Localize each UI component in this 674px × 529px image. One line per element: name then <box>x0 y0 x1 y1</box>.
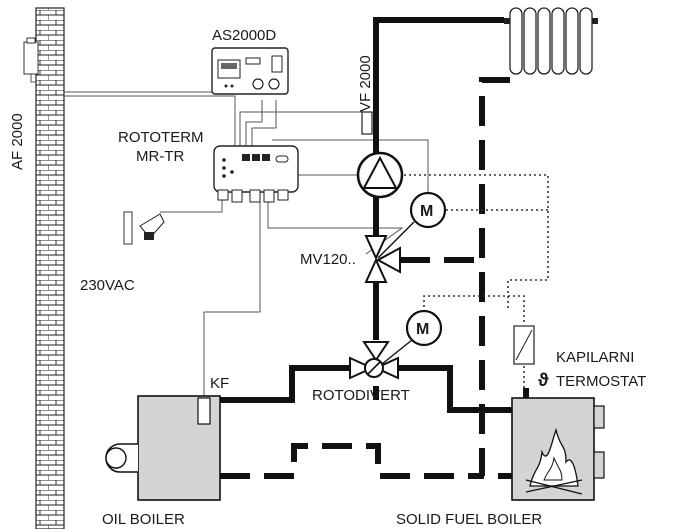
as2000d-label: AS2000D <box>212 27 276 44</box>
motor-actuator-2: M <box>381 309 443 365</box>
solid-fuel-boiler-label: SOLID FUEL BOILER <box>396 511 542 528</box>
capillary-thermostat <box>513 325 535 365</box>
radiator-icon <box>504 7 598 75</box>
motor-1-letter: M <box>420 203 433 220</box>
mr-tr-label: MR-TR <box>136 148 184 165</box>
room-controller-icon <box>211 47 289 95</box>
motor-actuator-1: M <box>377 191 447 259</box>
mv120-label: MV120.. <box>300 251 356 268</box>
signal-lines <box>404 174 549 388</box>
power-plug-icon <box>123 211 165 245</box>
rotodivert-label: ROTODIVERT <box>312 387 410 404</box>
rototerm-label: ROTOTERM <box>118 129 204 146</box>
oil-boiler-label: OIL BOILER <box>102 511 185 528</box>
kapilarni-label: KAPILARNI <box>556 349 634 366</box>
brick-wall <box>35 7 65 529</box>
oil-burner-icon <box>105 443 138 473</box>
termostat-label: TERMOSTAT <box>556 373 646 390</box>
motor-2-letter: M <box>416 321 429 338</box>
rototerm-controller-box <box>213 145 299 203</box>
theta-symbol: ϑ <box>538 370 549 390</box>
230vac-label: 230VAC <box>80 277 135 294</box>
af2000-label: AF 2000 <box>9 113 26 170</box>
mixing-valve-mv120 <box>364 235 401 283</box>
oil-boiler <box>137 395 221 501</box>
kf-label: KF <box>210 375 229 392</box>
outdoor-sensor-icon <box>23 37 39 83</box>
vf2000-label: VF 2000 <box>357 55 374 112</box>
rotodivert-valve <box>349 341 399 380</box>
fire-icon <box>525 427 583 495</box>
return-pipes <box>220 77 512 479</box>
circulation-pump-icon <box>356 151 404 199</box>
vf2000-sensor <box>361 111 373 135</box>
